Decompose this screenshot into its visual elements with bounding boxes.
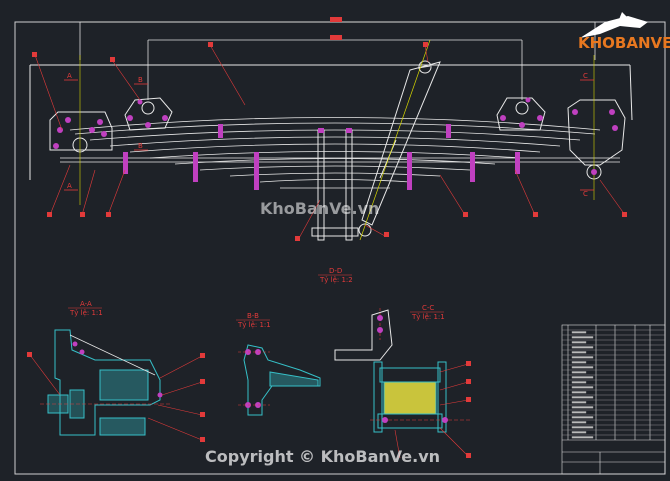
drawing-frame (14, 21, 666, 475)
shackle-left-bolts (127, 99, 168, 128)
section-dd-title: D-D (329, 267, 342, 275)
dim-label-total (330, 17, 342, 22)
section-cc-title: C-C (422, 304, 434, 312)
parts-list-entry (571, 436, 594, 439)
cut-mark-b-bottom: B (138, 142, 143, 150)
shackle-left (124, 97, 173, 131)
section-aa-leaders (29, 354, 203, 441)
cut-marks (64, 79, 594, 191)
section-cc-scale: Tỷ lệ: 1:1 (411, 312, 445, 321)
parts-list-entry (571, 341, 587, 344)
cut-mark-a-bottom: A (67, 182, 72, 190)
parts-list-rows (562, 329, 665, 439)
parts-list-entry (571, 411, 587, 414)
u-bolt-marks (318, 128, 352, 133)
parts-list-entry (571, 406, 594, 409)
section-aa-drawing (47, 329, 161, 436)
parts-list-entry (571, 396, 594, 399)
cut-mark-c-bottom: C (583, 190, 588, 198)
section-cc-centerlines (370, 308, 470, 421)
parts-list-entry (571, 361, 587, 364)
parts-list-entry (571, 356, 594, 359)
parts-list-entry (571, 386, 594, 389)
section-aa-title: A-A (80, 300, 92, 308)
right-bracket-bolts (572, 109, 618, 175)
section-cc-bolts (377, 315, 448, 423)
parts-list-entry (571, 401, 587, 404)
section-bb-title: B-B (247, 312, 259, 320)
left-hanger-bracket (49, 55, 113, 205)
parts-list-entry (571, 426, 594, 429)
section-aa-bolts (72, 341, 163, 398)
section-bb-drawing (243, 344, 321, 416)
section-bb-scale: Tỷ lệ: 1:1 (237, 320, 271, 329)
logo-text: KHOBANVE (578, 34, 670, 52)
cut-mark-a-top: A (67, 72, 72, 80)
left-bracket-bolts (53, 117, 107, 149)
parts-list-entry (571, 391, 587, 394)
watermark-center: KhoBanVe.vn (260, 199, 379, 218)
section-cc-drawing (334, 309, 447, 433)
parts-list-entry (571, 351, 587, 354)
parts-list-entry (571, 421, 587, 424)
shackle-right (496, 97, 546, 131)
dimension-lines (79, 21, 596, 100)
parts-list-entry (571, 381, 587, 384)
khobanve-logo: KHOBANVE (578, 12, 670, 52)
parts-list-entry (571, 366, 594, 369)
parts-list-entry (571, 346, 594, 349)
section-dd-scale: Tỷ lệ: 1:2 (319, 275, 353, 284)
leader-lines (34, 44, 626, 241)
title-block (561, 324, 666, 475)
section-cc-leaders (394, 363, 469, 459)
u-bolts (311, 129, 359, 241)
watermark-footer: Copyright © KhoBanVe.vn (205, 447, 440, 466)
leaf-spring (60, 117, 620, 189)
parts-list-entry (571, 416, 594, 419)
dim-label-spring (330, 35, 342, 40)
shackle-right-bolts (500, 97, 543, 128)
parts-list-entry (571, 331, 587, 334)
parts-list-entry (571, 376, 594, 379)
chassis-frame (29, 64, 633, 180)
spring-clamps (123, 124, 520, 190)
parts-list-entry (571, 336, 594, 339)
cut-mark-b-top: B (138, 76, 143, 84)
section-aa-scale: Tỷ lệ: 1:1 (69, 308, 103, 317)
parts-list-entry (571, 431, 587, 434)
right-hanger-bracket (567, 55, 626, 200)
leader-tags (32, 42, 627, 241)
cut-mark-c-top: C (583, 72, 588, 80)
shock-absorber (358, 39, 441, 241)
parts-list-entry (571, 371, 587, 374)
